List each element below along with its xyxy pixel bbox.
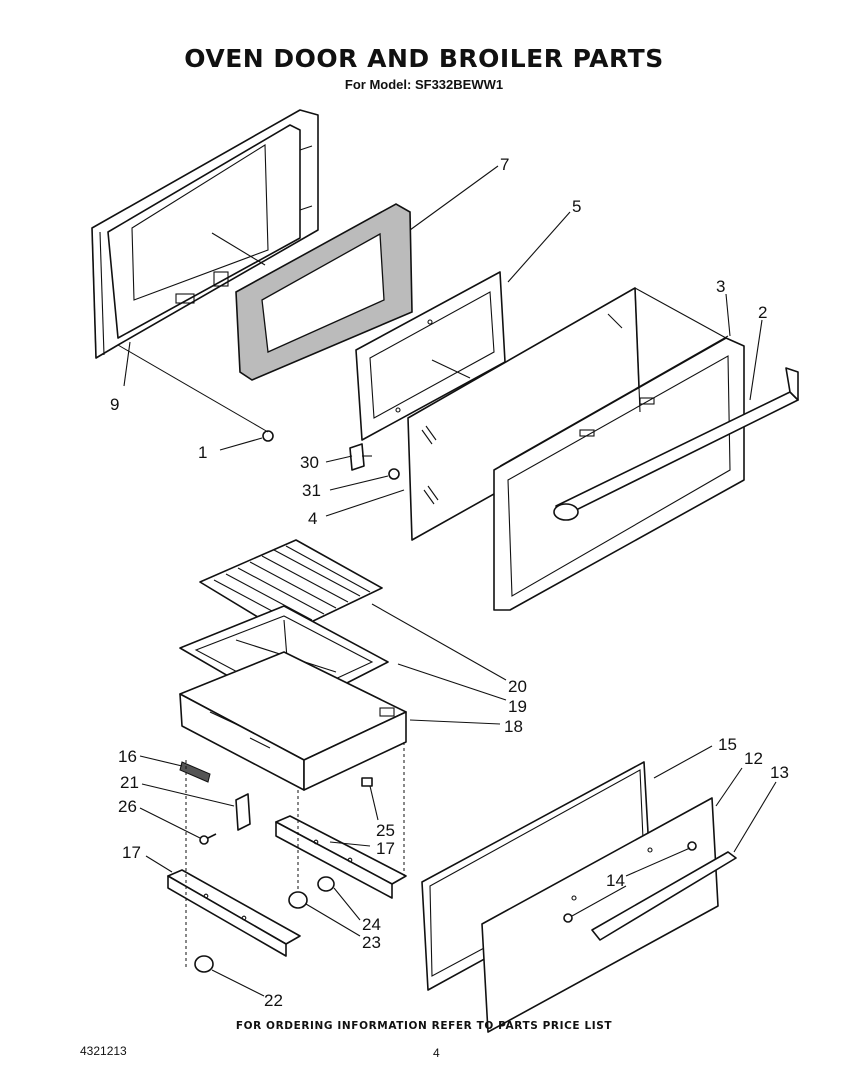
callout-5: 5 (572, 197, 581, 216)
callout-12: 12 (744, 749, 763, 768)
ordering-note: FOR ORDERING INFORMATION REFER TO PARTS … (235, 1020, 613, 1032)
page-number: 4 (433, 1046, 440, 1060)
screw (262, 430, 274, 442)
leader-lines (123, 165, 777, 997)
callout-2: 2 (758, 303, 767, 322)
bracket (349, 443, 372, 471)
callout-4: 4 (308, 509, 317, 528)
callout-20: 20 (508, 677, 527, 696)
callout-31: 31 (302, 481, 321, 500)
roller-22 (194, 955, 214, 973)
slide-rail-left (167, 869, 301, 957)
callout-3: 3 (716, 277, 725, 296)
callout-14: 14 (606, 871, 625, 890)
callout-23: 23 (362, 933, 381, 952)
callout-7: 7 (500, 155, 509, 174)
broiler-drawer (179, 651, 407, 791)
callout-1: 1 (198, 443, 207, 462)
spring-clip (179, 761, 211, 783)
handle-screw (563, 913, 573, 923)
callout-26: 26 (118, 797, 137, 816)
drawer-handle (591, 851, 737, 941)
callout-25: 25 (376, 821, 395, 840)
slide-rail-right (275, 815, 407, 899)
callout-15: 15 (718, 735, 737, 754)
callout-30: 30 (300, 453, 319, 472)
callout-24: 24 (362, 915, 381, 934)
roller-24 (317, 876, 335, 892)
page-title: OVEN DOOR AND BROILER PARTS (184, 44, 664, 73)
callout-17-left: 17 (122, 843, 141, 862)
door-handle (553, 367, 799, 521)
slide-bracket (235, 793, 251, 831)
outer-door-panel (91, 109, 319, 359)
roller-23 (288, 891, 308, 909)
callout-9: 9 (110, 395, 119, 414)
callout-22: 22 (264, 991, 283, 1010)
drawer-front-panel (481, 797, 719, 1033)
callout-21: 21 (120, 773, 139, 792)
document-number: 4321213 (80, 1044, 127, 1058)
callout-19: 19 (508, 697, 527, 716)
clip-25 (361, 777, 373, 787)
door-gasket (235, 203, 413, 381)
bracket-screw (388, 468, 400, 480)
bracket-screw-26 (199, 833, 217, 845)
callout-17-right: 17 (376, 839, 395, 858)
callout-13: 13 (770, 763, 789, 782)
callout-18: 18 (504, 717, 523, 736)
callout-16: 16 (118, 747, 137, 766)
model-subtitle: For Model: SF332BEWW1 (344, 77, 504, 92)
door-frame (493, 287, 745, 611)
